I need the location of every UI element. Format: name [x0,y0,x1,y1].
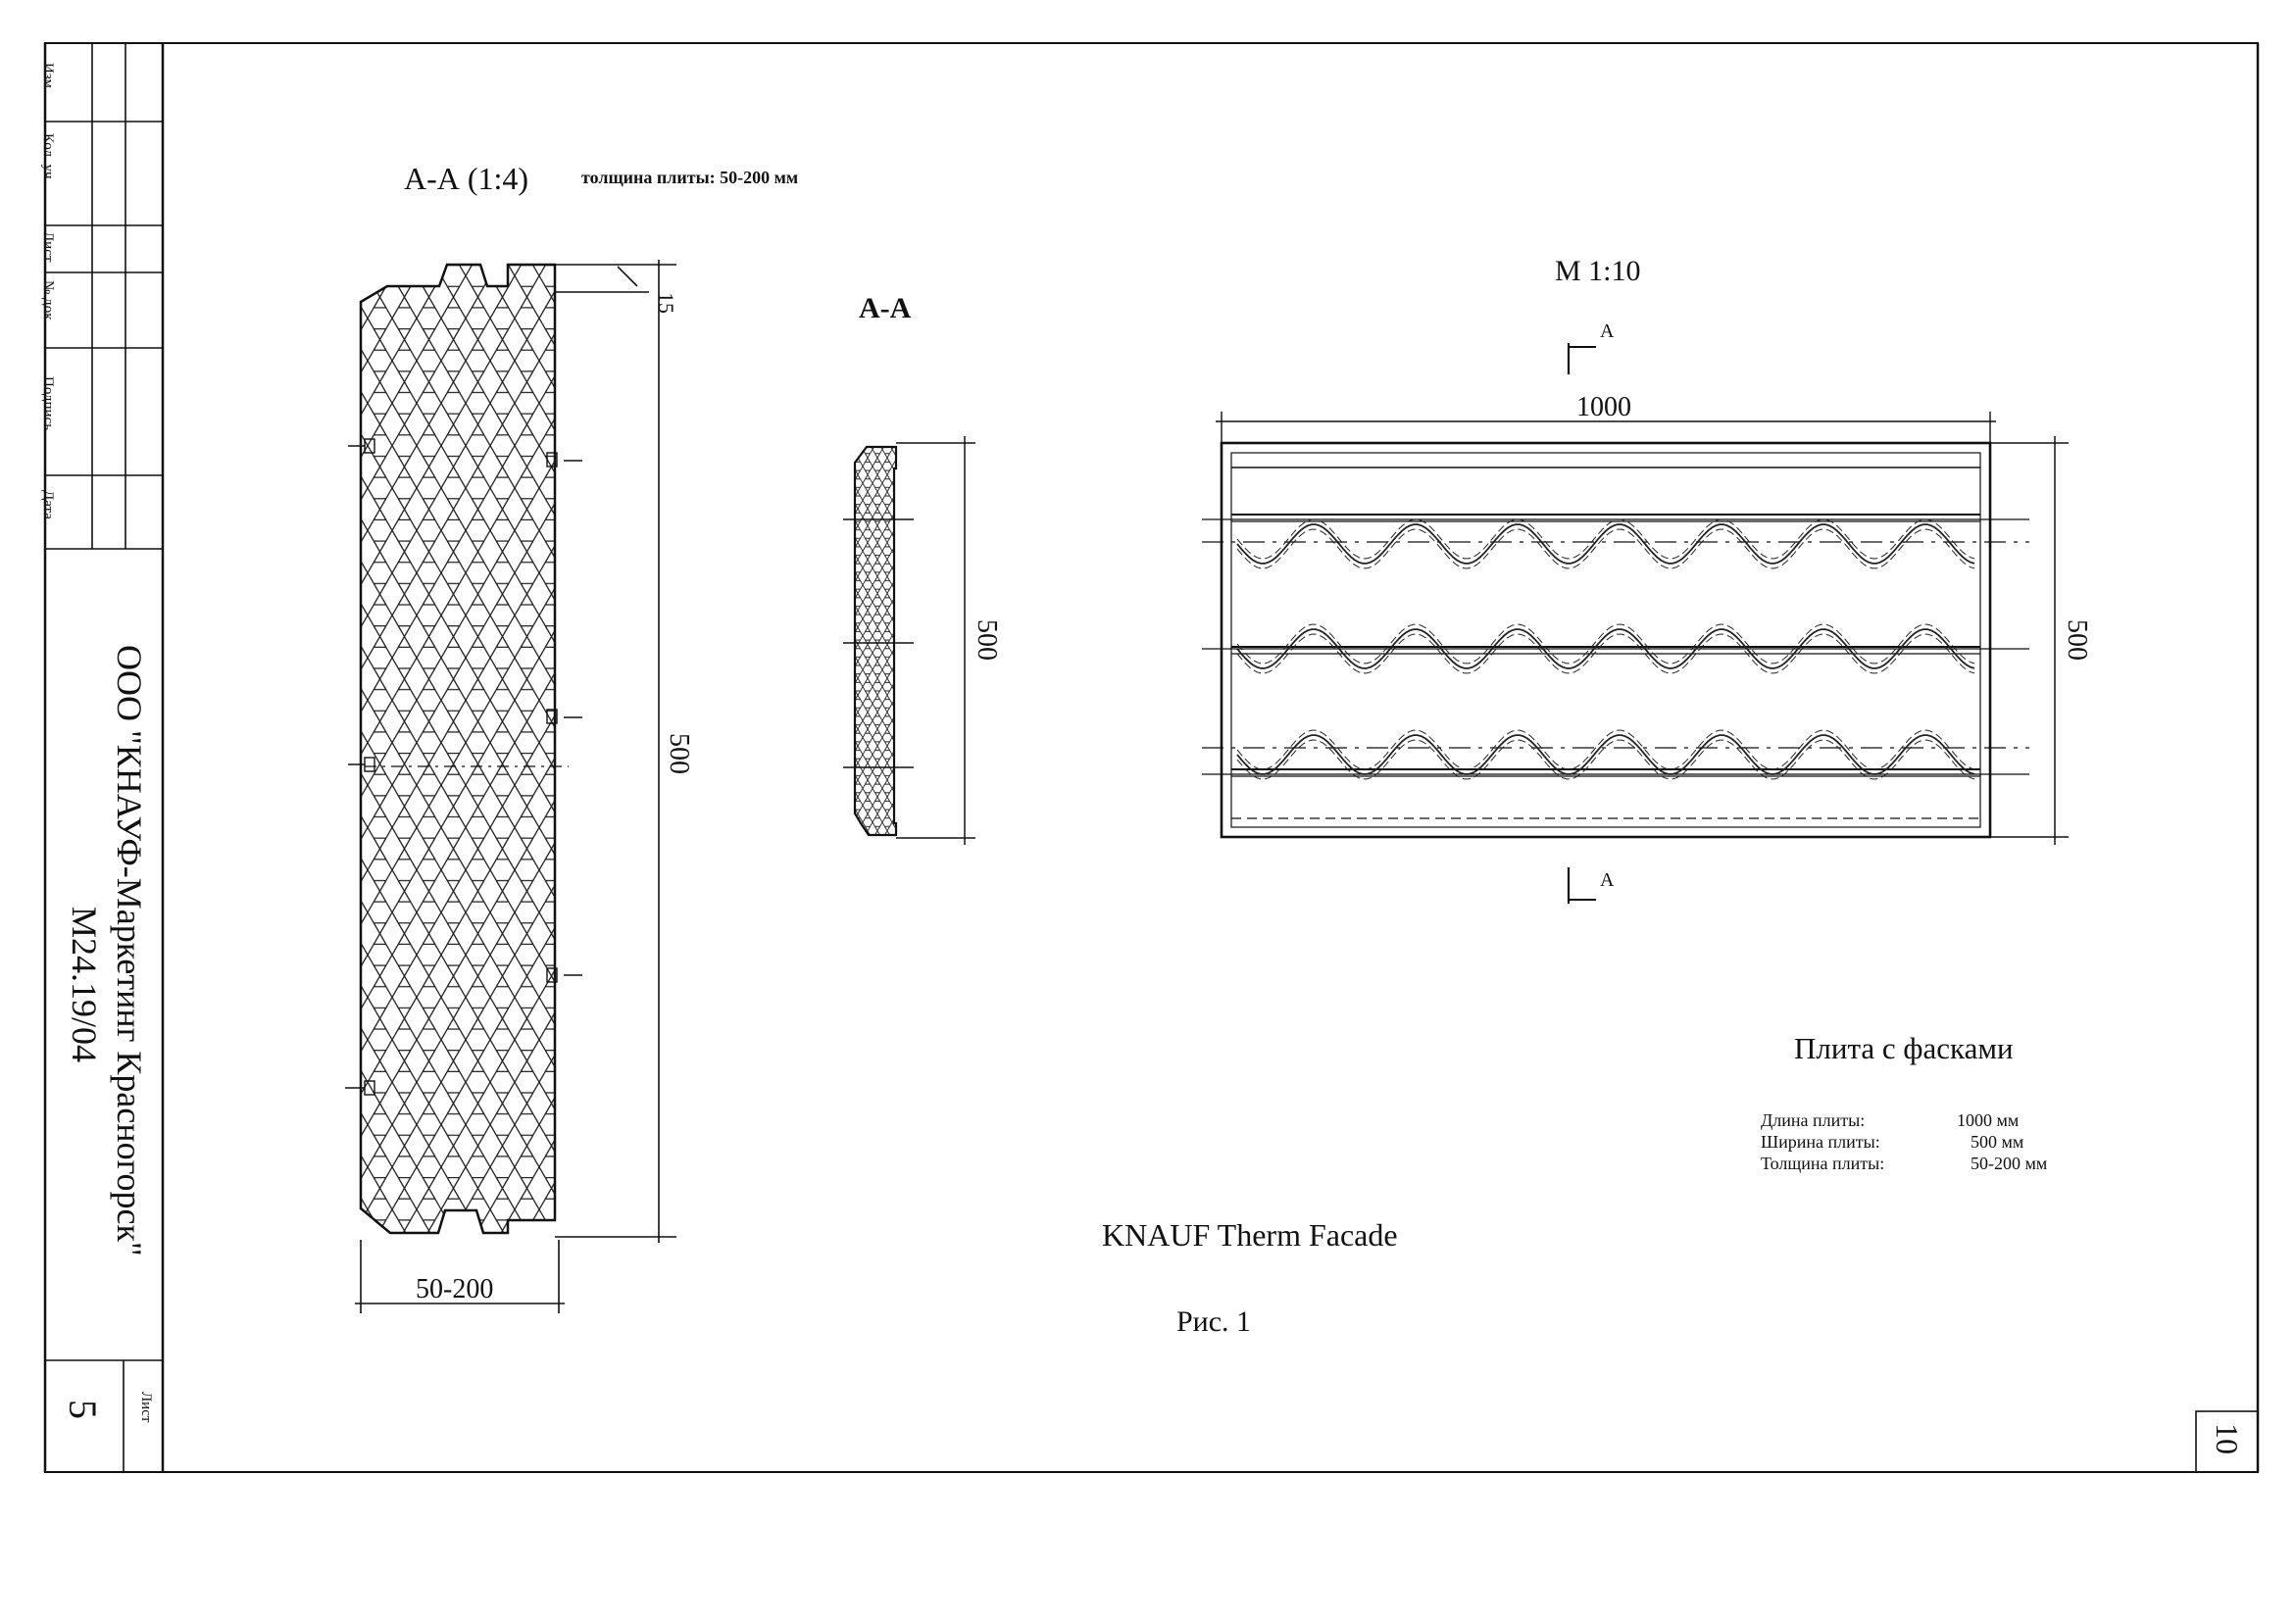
caption-title: Плита с фасками [1794,1031,2014,1065]
small-section-drawing [843,436,975,845]
sheet-frame [43,42,2260,1473]
large-section-width-dim: 50-200 [416,1274,494,1304]
plan-width-dim: 1000 [1576,392,1631,422]
stamp-sheet-number: 5 [61,1400,105,1419]
stamp-company: ООО "КНАУФ-Маркетинг Красногорск" [110,645,149,1256]
stamp-column-date: Дата [40,490,56,519]
stamp-doc-code: М24.19/04 [65,907,104,1063]
plan-view-drawing [1202,343,2069,904]
plan-height-dim: 500 [2062,619,2092,661]
figure-label: Рис. 1 [1176,1305,1252,1338]
section-aa-large-title: А-А (1:4) [404,161,529,196]
plan-cut-mark-top: А [1600,320,1615,342]
large-section-drawing [345,260,676,1313]
stamp-column-izm: Изм. [40,63,56,92]
stamp-column-list: Лист [40,231,56,263]
page-number: 10 [2210,1423,2245,1454]
spec-length-value: 1000 мм [1957,1110,2020,1130]
section-aa-small-title: А-А [859,292,912,324]
thickness-note: толщина плиты: 50-200 мм [581,168,799,187]
plan-cut-mark-bottom: А [1600,869,1615,891]
stamp-column-kol-uch: Кол. уч. [40,133,56,183]
large-section-height-dim: 500 [664,733,694,774]
plan-wave-line [1236,734,1975,775]
plan-wave-line [1236,523,1975,565]
spec-width-value: 500 мм [1971,1132,2024,1152]
spec-thickness-value: 50-200 мм [1971,1154,2048,1173]
large-section-edge-dim: 15 [654,292,678,314]
stamp-sheet-label: Лист [138,1392,154,1423]
plan-wave-line [1236,628,1975,669]
small-section-height-dim: 500 [972,619,1002,661]
spec-length-label: Длина плиты: [1761,1110,1866,1130]
spec-width-label: Ширина плиты: [1761,1132,1880,1152]
product-name: KNAUF Therm Facade [1102,1217,1398,1253]
plan-scale-label: М 1:10 [1555,255,1641,287]
stamp-column-signature: Подпись [40,376,56,431]
stamp-column-doc-number: № док. [40,280,56,324]
title-stamp-grid [45,43,2259,1473]
spec-thickness-label: Толщина плиты: [1761,1154,1885,1173]
